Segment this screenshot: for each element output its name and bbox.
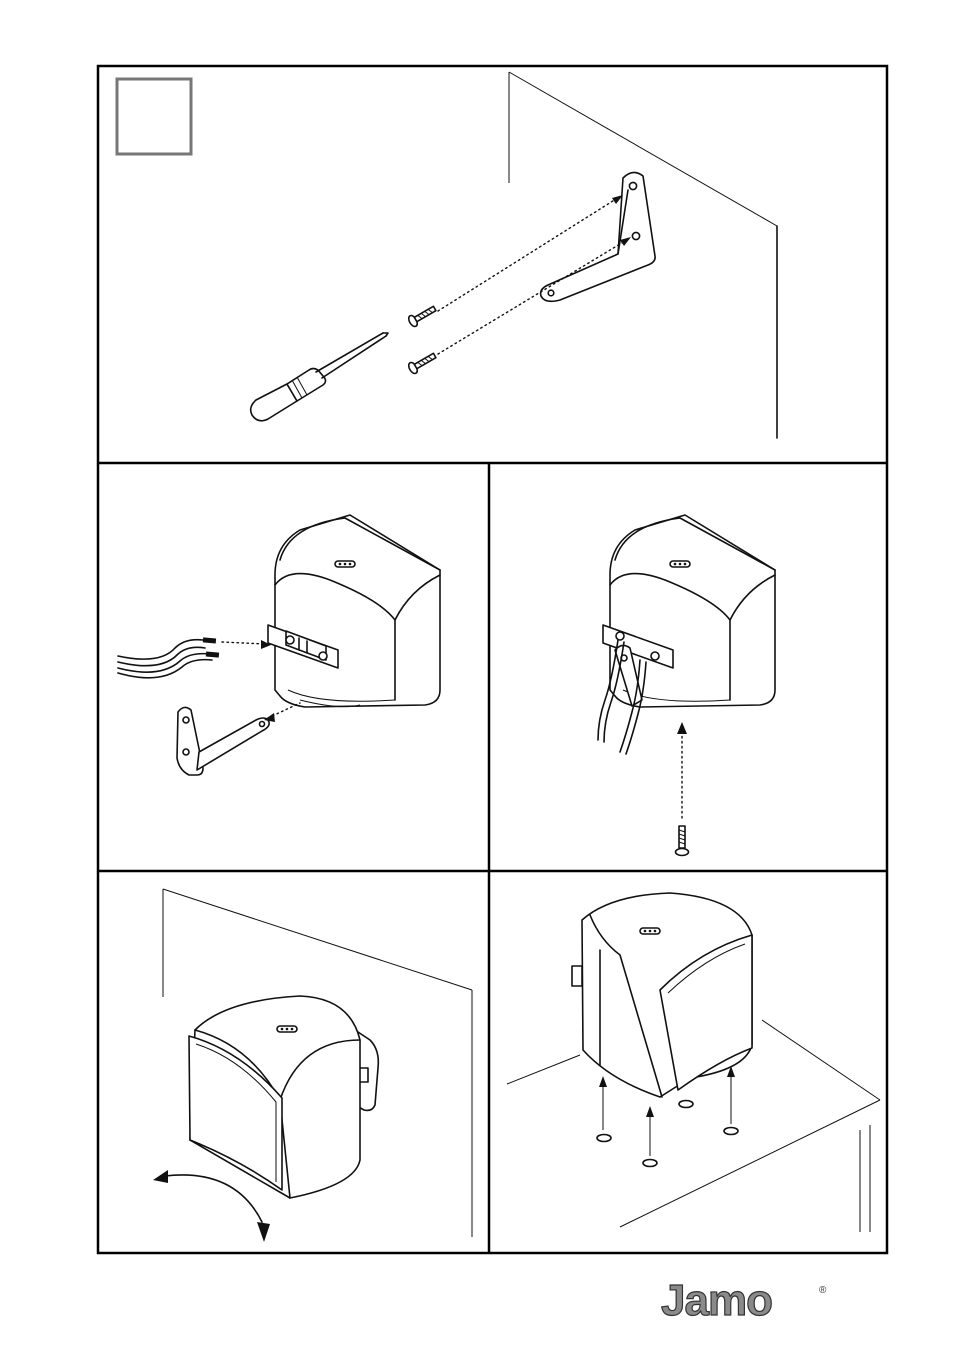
brand-logo: Jamo ® xyxy=(661,1276,827,1325)
logo-badge xyxy=(277,1026,297,1032)
speaker-rear-view xyxy=(268,515,440,707)
logo-badge xyxy=(335,561,355,567)
panel-connect-wires xyxy=(118,515,440,775)
tilt-arrow-icon xyxy=(153,1170,270,1242)
panel-secure-bracket xyxy=(598,515,775,856)
screw-icon xyxy=(676,826,689,856)
panel-tilt-adjust xyxy=(153,889,472,1242)
panel-wall-bracket-mount xyxy=(117,72,777,438)
logo-badge xyxy=(670,561,690,567)
bracket-icon xyxy=(177,707,269,775)
speaker-rear-view xyxy=(603,515,775,707)
speaker-wire-icon xyxy=(118,637,219,677)
screw-icon xyxy=(407,303,438,375)
registered-mark: ® xyxy=(819,1285,827,1296)
brand-wordmark: Jamo xyxy=(661,1276,772,1325)
speaker-front-view xyxy=(572,893,752,1097)
screwdriver-icon xyxy=(251,333,388,421)
step-number-box xyxy=(117,79,191,154)
logo-badge xyxy=(640,928,660,934)
speaker-front-view xyxy=(189,996,360,1198)
panel-table-placement xyxy=(507,893,880,1232)
